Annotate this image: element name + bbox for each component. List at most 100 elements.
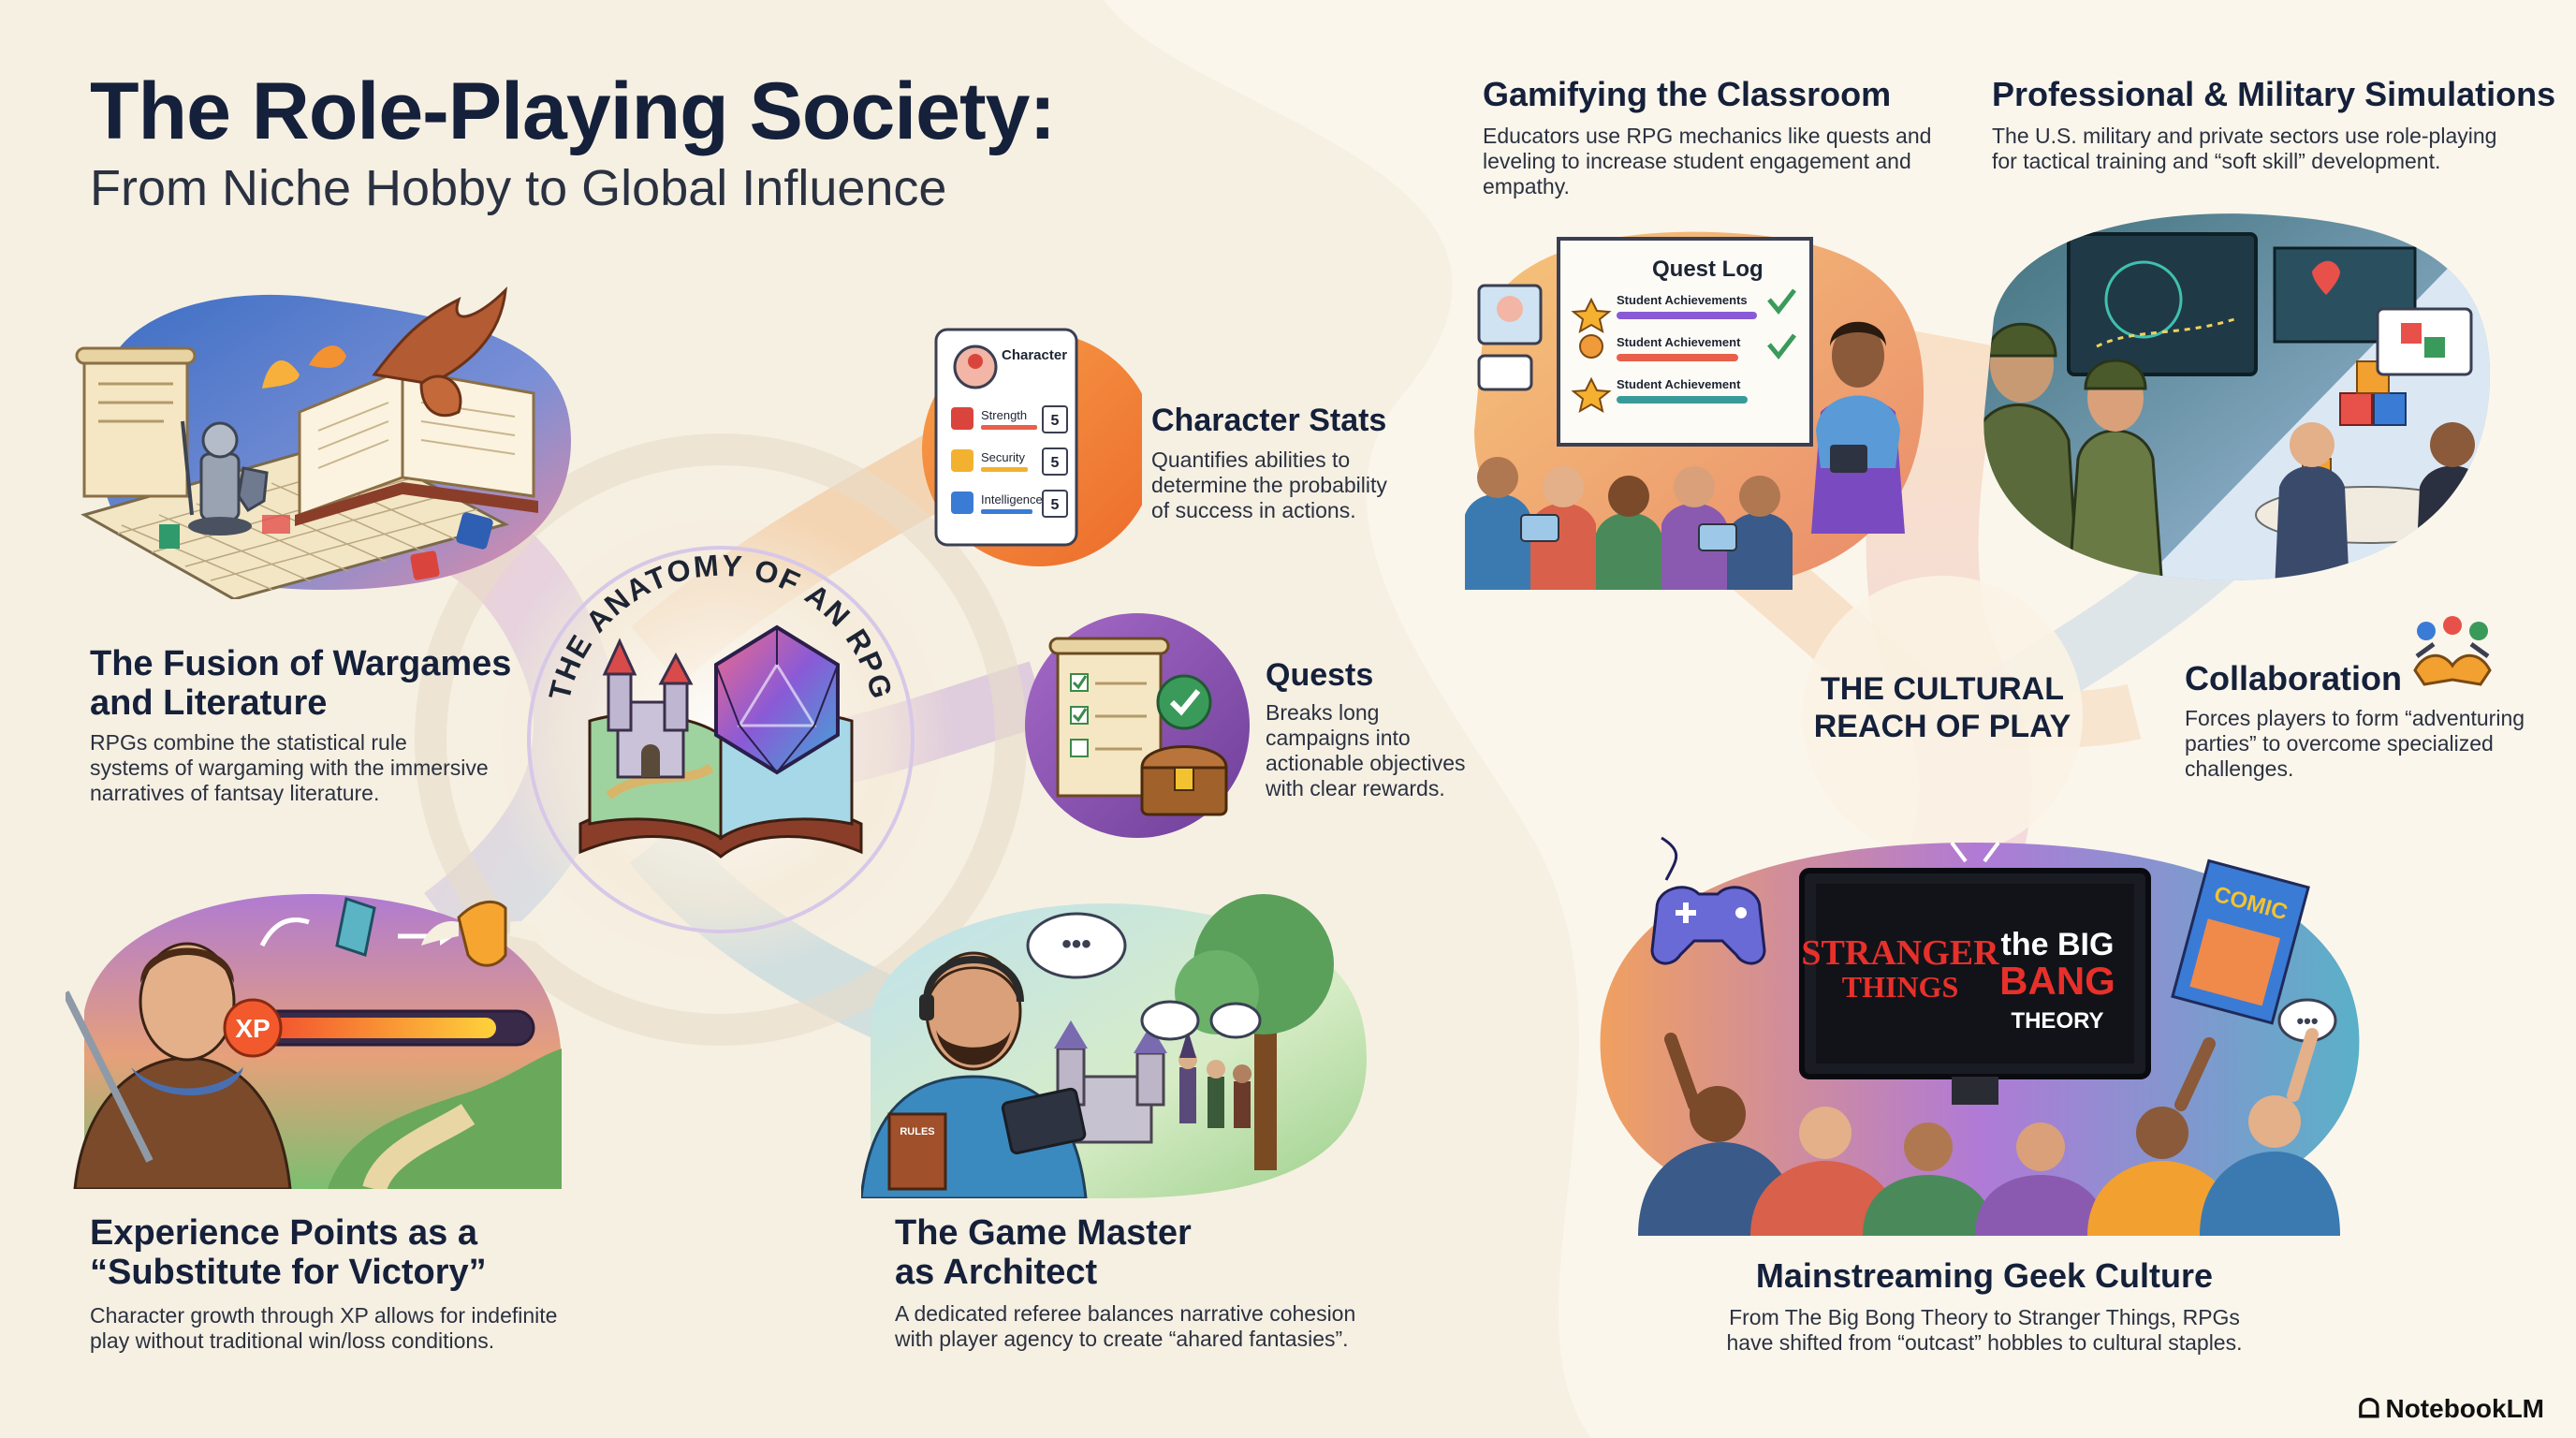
svg-text:•••: ••• (2296, 1009, 2318, 1033)
winged-shield-icon (421, 900, 548, 967)
fusion-body-line2: systems of wargaming with the immersive (90, 756, 489, 780)
quest-log-row-label: Student Achievement (1617, 377, 1741, 391)
quest-log-row-label: Student Achievements (1617, 293, 1748, 307)
stats-card-header: Character (1002, 347, 1067, 363)
geek-body-line1: From The Big Bong Theory to Stranger Thi… (1729, 1305, 2240, 1329)
page-title: The Role-Playing Society: (90, 66, 1056, 156)
collaboration-body-line3: challenges. (2185, 756, 2294, 781)
stat-label: Security (981, 450, 1025, 464)
stats-body-line3: of success in actions. (1151, 498, 1356, 522)
cultural-hub-line2: REACH OF PLAY (1813, 709, 2071, 744)
stats-body-line2: determine the probability (1151, 473, 1387, 497)
quest-log-row: Student Achievements (1571, 288, 1796, 334)
stat-value: 5 (1051, 455, 1060, 471)
d20-icon (714, 624, 840, 775)
xp-title: Experience Points as a “Substitute for V… (90, 1213, 487, 1292)
stat-row-security: Security 5 (951, 448, 1068, 476)
stat-label: Intelligence (981, 492, 1043, 506)
checkbox-icon (1070, 673, 1089, 757)
stats-body-line1: Quantifies abilities to (1151, 448, 1351, 472)
gm-body-line1: A dedicated referee balances narrative c… (895, 1301, 1356, 1326)
scroll-icon (75, 346, 197, 498)
headset-icon (919, 956, 1024, 1020)
fusion-title-line2: and Literature (90, 683, 328, 723)
star-icon (1571, 297, 1612, 334)
xp-body-line2: play without traditional win/loss condit… (90, 1328, 495, 1353)
quests-title: Quests (1266, 657, 1374, 693)
cultural-hub-label: THE CULTURAL REACH OF PLAY (1797, 670, 2087, 745)
medal-icon (1579, 334, 1603, 359)
stat-row-intelligence: Intelligence 5 (951, 490, 1068, 518)
checkmark-icon (1767, 333, 1796, 360)
quests-body-line2: campaigns into (1266, 726, 1411, 750)
quests-body: Breaks long campaigns into actionable ob… (1266, 700, 1466, 801)
stranger-things-logo-line1: STRANGER (1801, 933, 1999, 973)
collaboration-body-line1: Forces players to form “adventuring (2185, 706, 2525, 730)
fusion-illustration (66, 281, 590, 599)
stat-row-strength: Strength 5 (951, 405, 1068, 433)
military-body: The U.S. military and private sectors us… (1992, 124, 2496, 174)
quests-body-line1: Breaks long (1266, 700, 1380, 725)
military-body-line2: for tactical training and “soft skill” d… (1992, 149, 2441, 173)
quest-log-row-label: Student Achievement (1617, 335, 1741, 349)
stat-label: Strength (981, 408, 1027, 422)
xp-badge: XP (235, 1014, 270, 1043)
game-master-figure: RULES (861, 951, 1088, 1198)
gm-body-line2: with player agency to create “ahared fan… (895, 1327, 1349, 1351)
gm-title: The Game Master as Architect (895, 1213, 1192, 1292)
star-icon (1571, 376, 1612, 414)
dragon-icon (262, 286, 507, 418)
adventurer-figure (66, 942, 292, 1189)
collaboration-body-line2: parties” to overcome specialized (2185, 731, 2494, 756)
fusion-title-line1: The Fusion of Wargames (90, 644, 512, 683)
xp-illustration: XP (66, 880, 571, 1189)
checkmark-icon (1156, 674, 1212, 730)
students-group (1465, 457, 1793, 590)
quests-body-line4: with clear rewards. (1266, 776, 1445, 800)
notebooklm-logo-icon: ᗝ (2358, 1394, 2380, 1423)
cultural-hub-line1: THE CULTURAL (1821, 671, 2064, 707)
geek-body-line2: have shifted from “outcast” hobbles to c… (1726, 1330, 2243, 1355)
stats-illustration: Character Strength 5 Security 5 Intellig… (899, 309, 1142, 571)
anatomy-hub: THE ANATOMY OF AN RPG (524, 543, 917, 936)
castle-icon (602, 638, 694, 779)
quests-illustration (1020, 609, 1254, 843)
geek-title: Mainstreaming Geek Culture (1755, 1256, 2214, 1295)
map-icon (2067, 232, 2258, 376)
xp-title-line2: “Substitute for Victory” (90, 1253, 487, 1292)
knight-icon (181, 420, 269, 536)
fusion-body: RPGs combine the statistical rule system… (90, 730, 489, 806)
big-bang-logo-line3: THEORY (2011, 1008, 2103, 1034)
gm-title-line1: The Game Master (895, 1213, 1192, 1253)
classroom-title: Gamifying the Classroom (1483, 75, 1892, 113)
fusion-title: The Fusion of Wargames and Literature (90, 644, 511, 723)
classroom-body: Educators use RPG mechanics like quests … (1483, 124, 1931, 199)
stat-value: 5 (1051, 413, 1060, 429)
page-subtitle: From Niche Hobby to Global Influence (90, 160, 947, 216)
checkmark-icon (1767, 288, 1796, 315)
comic-book-icon: COMIC (2171, 858, 2310, 1025)
military-illustration (1966, 206, 2509, 590)
rulebook-label: RULES (900, 1126, 934, 1137)
gm-body: A dedicated referee balances narrative c… (895, 1301, 1355, 1352)
quest-log-row: Student Achievement (1579, 333, 1796, 361)
adventuring-party (1178, 1030, 1251, 1128)
geek-body: From The Big Bong Theory to Stranger Thi… (1647, 1305, 2321, 1356)
stranger-things-logo-line2: THINGS (1842, 970, 1958, 1004)
quests-body-line3: actionable objectives (1266, 751, 1466, 775)
stats-body: Quantifies abilities to determine the pr… (1151, 448, 1387, 523)
svg-text:•••: ••• (1061, 929, 1091, 960)
fusion-body-line3: narratives of fantsay literature. (90, 781, 380, 805)
audience-crowd (1638, 1028, 2340, 1236)
big-bang-logo-line2: BANG (1999, 959, 2115, 1003)
quest-log-row: Student Achievement (1571, 376, 1748, 414)
teacher-figure (1811, 321, 1905, 534)
collaboration-title: Collaboration (2185, 659, 2402, 697)
gm-illustration: ••• RULES (861, 889, 1376, 1198)
xp-title-line1: Experience Points as a (90, 1213, 477, 1253)
notebooklm-brand-text: NotebookLM (2385, 1394, 2544, 1423)
gamepad-icon (1650, 836, 1766, 965)
military-title: Professional & Military Simulations (1992, 75, 2556, 113)
handshake-icon (2406, 614, 2499, 698)
fusion-body-line1: RPGs combine the statistical rule (90, 730, 407, 755)
